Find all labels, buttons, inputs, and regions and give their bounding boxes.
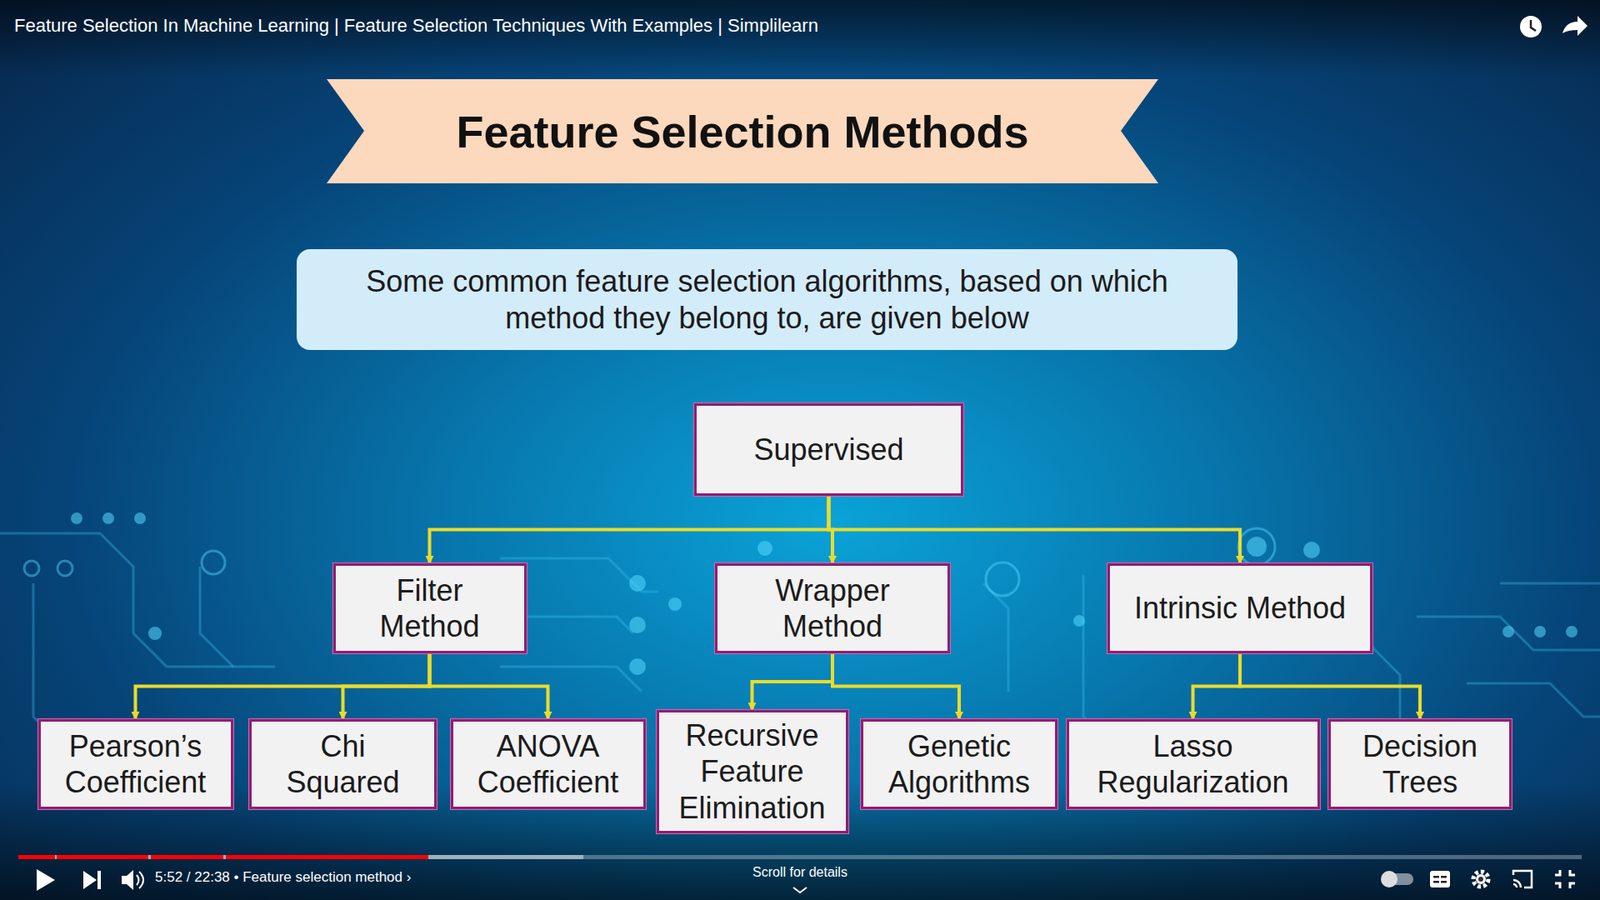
tree-connector (1240, 653, 1420, 719)
algorithm-box: Lasso Regularization (1066, 719, 1320, 810)
node-text: Filter Method (346, 572, 514, 645)
share-icon (1562, 15, 1588, 36)
node-text: ANOVA Coefficient (460, 728, 636, 800)
video-title: Feature Selection In Machine Learning | … (14, 15, 819, 37)
node-text: Wrapper Method (728, 572, 937, 645)
tree-connector (752, 653, 834, 710)
method-box: Wrapper Method (715, 563, 950, 654)
tree-connector (430, 495, 830, 563)
time-and-chapter: 5:52 / 22:38 • Feature selection method … (155, 869, 411, 886)
fullscreen-exit-icon (1555, 870, 1575, 889)
tree-connector (829, 495, 1241, 563)
play-icon (36, 869, 55, 891)
scroll-hint: Scroll for details (752, 865, 848, 880)
banner-title: Feature Selection Methods (326, 79, 1159, 184)
volume-icon (121, 870, 144, 890)
settings-icon (1473, 871, 1489, 887)
node-text: Some common feature selection algorithms… (355, 263, 1180, 337)
node-text: Pearson’s Coefficient (48, 728, 224, 800)
root-box: Supervised (694, 403, 964, 496)
tree-connector (1193, 653, 1241, 719)
next-icon (83, 870, 101, 890)
algorithm-box: Chi Squared (249, 719, 437, 810)
algorithm-box: Genetic Algorithms (860, 719, 1058, 810)
node-text: Intrinsic Method (1134, 590, 1346, 626)
method-box: Intrinsic Method (1107, 563, 1373, 654)
tree-connector (430, 653, 549, 719)
method-box: Filter Method (333, 563, 527, 654)
top-shade (0, 0, 1600, 75)
algorithm-box: ANOVA Coefficient (450, 719, 646, 810)
tree-connector (343, 653, 430, 719)
autoplay-toggle (1380, 870, 1414, 888)
progress-played (18, 855, 429, 860)
progress-buffer (18, 855, 584, 860)
scroll-chevron (793, 887, 807, 893)
watch-later-icon (1520, 15, 1542, 38)
tree-connector (135, 653, 430, 719)
algorithm-box: Pearson’s Coefficient (38, 719, 234, 810)
node-text: Lasso Regularization (1076, 728, 1310, 800)
circuit-rings (24, 528, 1275, 596)
node-text: Decision Trees (1338, 728, 1502, 800)
node-text: Supervised (753, 431, 904, 468)
node-text: Chi Squared (280, 728, 406, 800)
cast-icon (1513, 870, 1532, 888)
intro-box: Some common feature selection algorithms… (296, 249, 1238, 350)
tree-connector (832, 653, 960, 719)
algorithm-box: Recursive Feature Elimination (656, 710, 849, 834)
title-banner (326, 79, 1159, 184)
node-text: Recursive Feature Elimination (665, 717, 840, 826)
algorithm-box: Decision Trees (1328, 719, 1512, 810)
captions-icon (1430, 870, 1450, 888)
node-text: Genetic Algorithms (870, 728, 1048, 800)
progress-track (18, 855, 1582, 860)
circuit-dots (70, 512, 1578, 675)
